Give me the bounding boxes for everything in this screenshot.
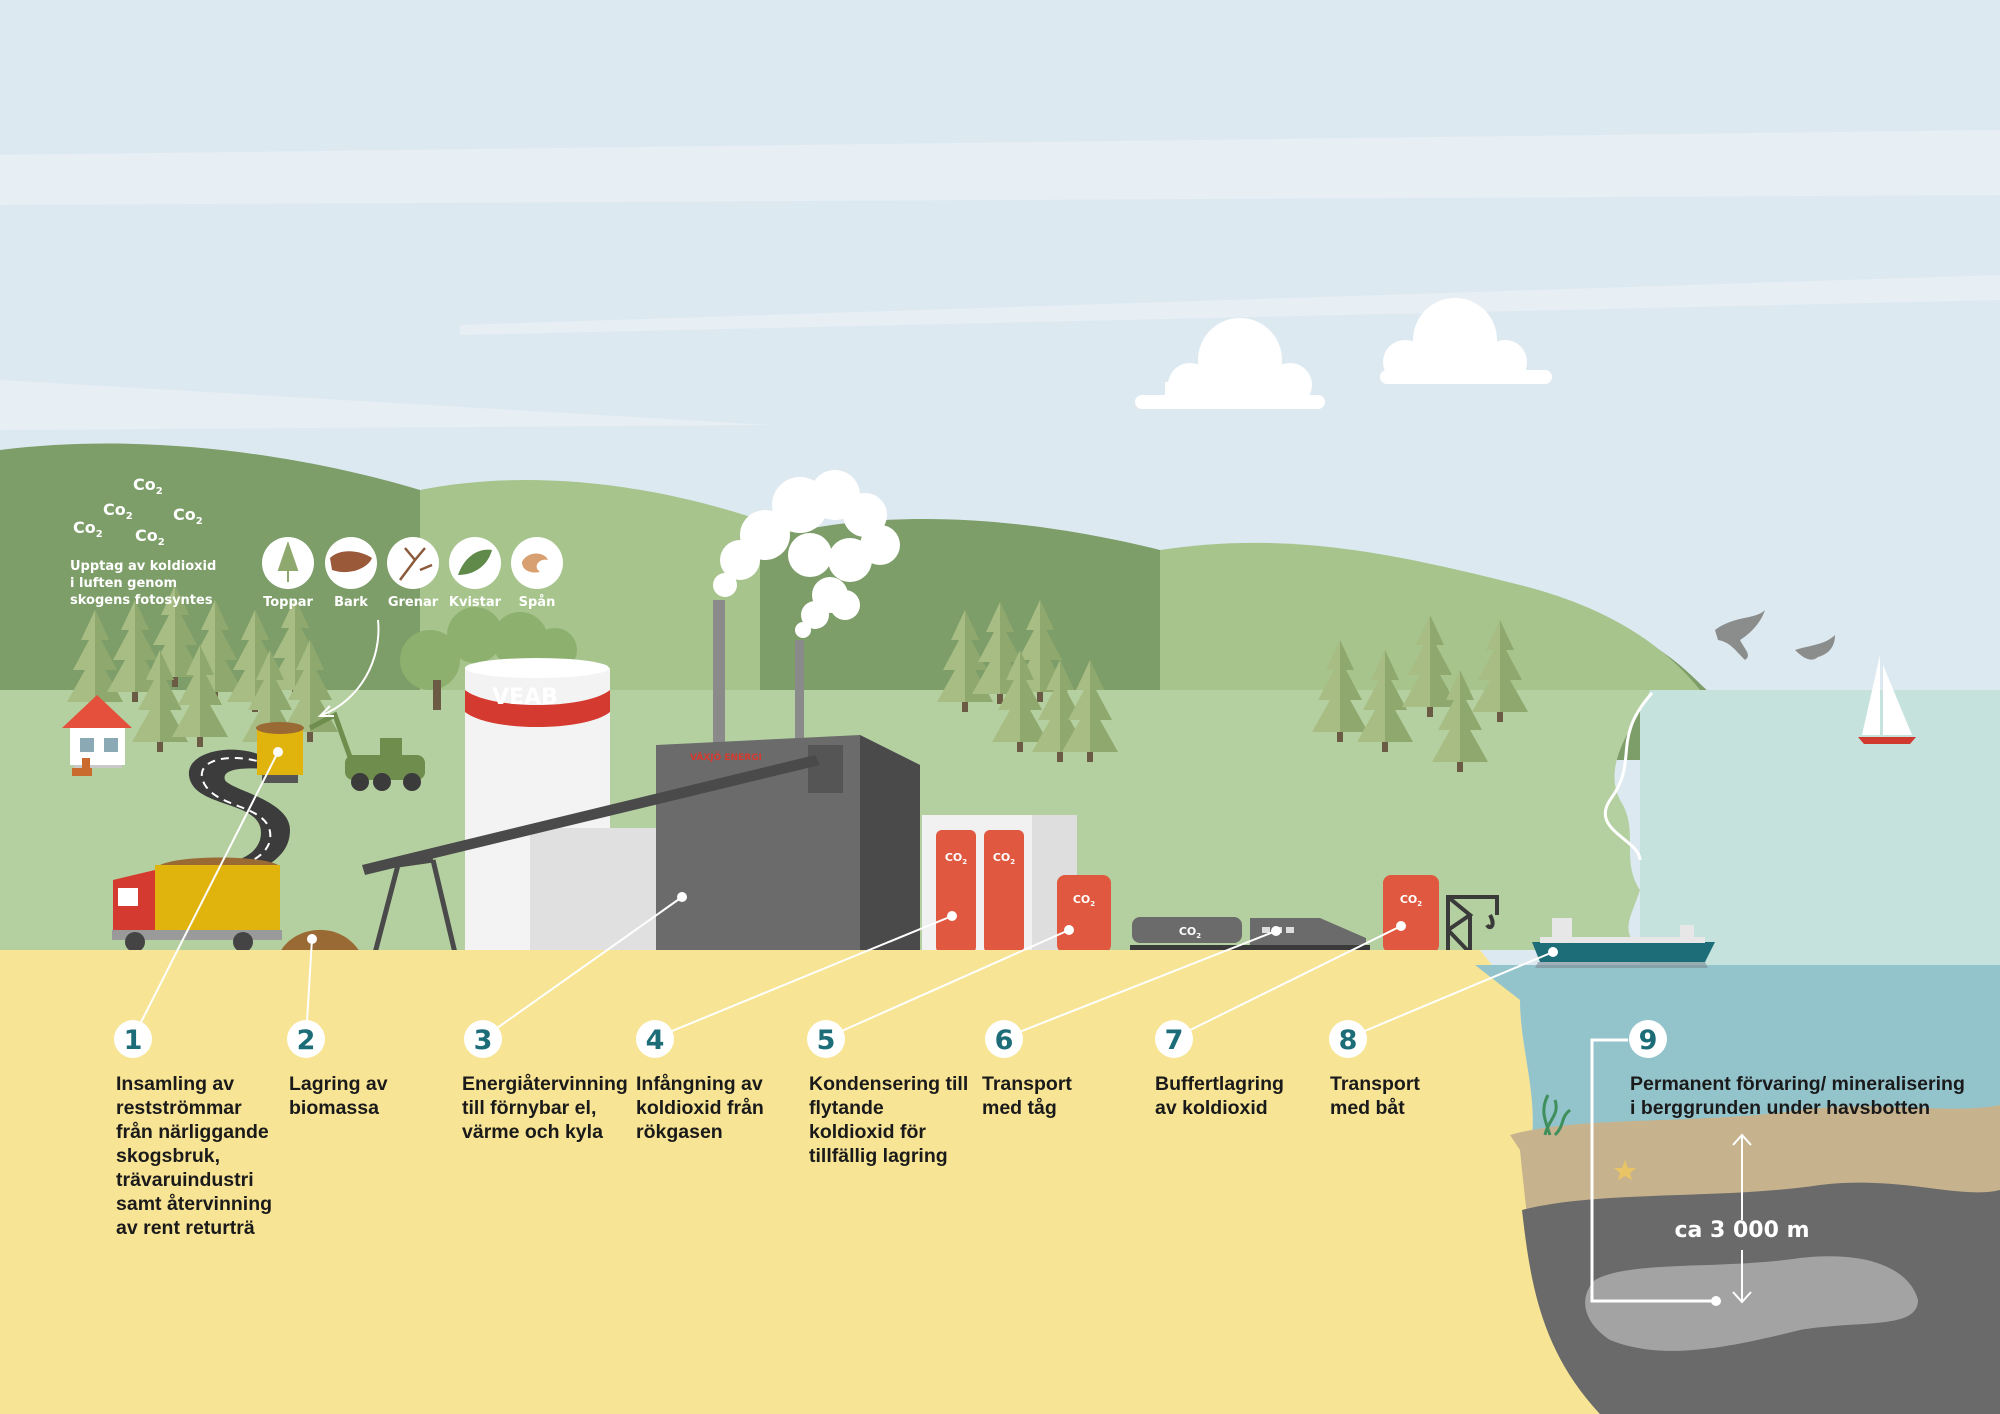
biomass-arrow	[321, 619, 380, 716]
sailboat	[1858, 655, 1916, 744]
storage-reservoir	[1585, 1256, 1918, 1351]
cloud	[1380, 298, 1552, 384]
svg-text:2: 2	[297, 1025, 316, 1056]
biomass-pile	[280, 929, 360, 952]
svg-text:CO2: CO2	[945, 851, 967, 866]
smoke-plume	[713, 470, 900, 597]
svg-text:1: 1	[124, 1025, 143, 1056]
cloud	[1135, 318, 1325, 409]
category-shavings: Spån	[511, 537, 563, 610]
svg-text:CO2: CO2	[993, 851, 1015, 866]
svg-text:Grenar: Grenar	[388, 595, 439, 610]
depth-arrow	[1732, 1133, 1752, 1304]
category-treetops: Toppar	[262, 537, 314, 610]
step-number-3: 3	[464, 1020, 502, 1058]
low-building	[530, 828, 660, 953]
step-number-6: 6	[985, 1020, 1023, 1058]
depth-label: ca 3 000 m	[1674, 1218, 1809, 1243]
leader-lines	[132, 751, 1554, 1039]
starfish	[1614, 1160, 1636, 1180]
treetop-icon	[277, 540, 299, 582]
svg-text:5: 5	[817, 1025, 836, 1056]
plant-logo: VÄXJÖ ENERGI	[690, 752, 762, 763]
power-plant-building	[656, 735, 920, 953]
category-twigs: Kvistar	[449, 537, 502, 610]
svg-text:6: 6	[995, 1025, 1014, 1056]
svg-text:7: 7	[1165, 1025, 1184, 1056]
house	[62, 695, 132, 768]
buffer-tank: CO2	[1383, 875, 1439, 953]
chair	[72, 758, 92, 776]
svg-text:CO2: CO2	[1073, 893, 1095, 908]
veab-logo: VEAB	[492, 685, 558, 710]
svg-text:Toppar: Toppar	[263, 595, 313, 610]
sand	[0, 950, 1600, 1414]
step-number-7: 7	[1155, 1020, 1193, 1058]
step-number-9: 9	[1629, 1020, 1667, 1058]
co2-tank: CO2	[984, 830, 1024, 953]
co2-tank: CO2	[1057, 875, 1111, 953]
svg-text:Co2: Co2	[73, 518, 103, 540]
category-bark: Bark	[325, 537, 377, 610]
bird	[1715, 610, 1765, 660]
step-number-4: 4	[636, 1020, 674, 1058]
leader-dots	[273, 747, 1558, 957]
train: CO2	[1130, 917, 1370, 951]
step-number-2: 2	[287, 1020, 325, 1058]
chimney	[713, 600, 725, 750]
injection-path	[1590, 1038, 1716, 1303]
svg-text:Kvistar: Kvistar	[449, 595, 502, 610]
svg-text:Co2: Co2	[135, 526, 165, 548]
svg-text:Co2: Co2	[103, 500, 133, 522]
forwarder-tractor	[308, 711, 425, 791]
svg-text:9: 9	[1639, 1025, 1658, 1056]
svg-text:CO2: CO2	[1400, 893, 1422, 908]
svg-text:Bark: Bark	[334, 595, 368, 610]
co2-ship	[1532, 918, 1715, 968]
svg-text:Co2: Co2	[133, 475, 163, 497]
step-number-1: 1	[114, 1020, 152, 1058]
co2-symbols: Co2 Co2 Co2 Co2 Co2	[73, 475, 203, 548]
svg-text:Spån: Spån	[519, 595, 556, 610]
road	[180, 749, 290, 890]
wood-shavings-icon	[522, 553, 548, 573]
step-number-5: 5	[807, 1020, 845, 1058]
bird	[1795, 635, 1835, 660]
harbour-crane	[1446, 895, 1499, 955]
svg-text:3: 3	[474, 1025, 493, 1056]
co2-tank: CO2	[936, 830, 976, 953]
seaweed	[1542, 1094, 1572, 1137]
sea-surface	[1640, 690, 2000, 970]
smoke-plume	[795, 577, 860, 638]
twigs-icon	[458, 549, 492, 575]
truck	[112, 857, 282, 952]
chimney	[795, 640, 804, 750]
branches-icon	[399, 547, 433, 581]
svg-text:CO2: CO2	[1179, 925, 1201, 940]
uptake-caption: Upptag av koldioxid i luften genom skoge…	[70, 559, 217, 608]
svg-text:4: 4	[646, 1025, 665, 1056]
svg-text:Co2: Co2	[173, 505, 203, 527]
svg-text:8: 8	[1339, 1025, 1358, 1056]
step-number-8: 8	[1329, 1020, 1367, 1058]
conveyor	[362, 755, 820, 954]
bark-icon	[330, 551, 372, 573]
category-branches: Grenar	[387, 537, 439, 610]
